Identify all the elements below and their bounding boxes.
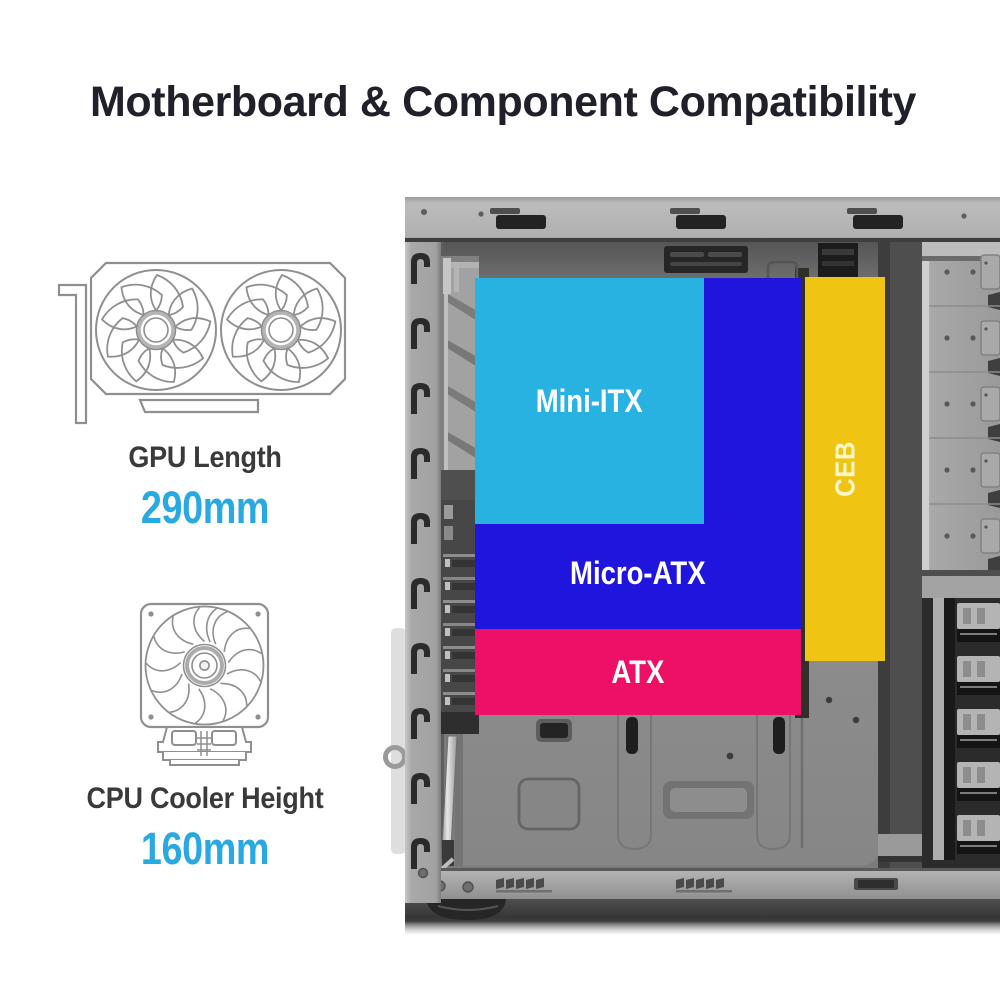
cpu-cooler-drawing [139, 602, 270, 766]
gpu-drawing [57, 261, 347, 425]
zone-micro-atx-label: Micro-ATX [570, 555, 706, 591]
gpu-outline [57, 261, 347, 425]
zone-atx-label: ATX [611, 653, 665, 690]
zone-ceb: CEB [805, 277, 885, 661]
gpu-length-value: 290mm [140, 482, 270, 533]
zone-atx: ATX [475, 629, 801, 715]
page-title: Motherboard & Component Compatibility [90, 78, 917, 126]
gpu-length-label: GPU Length [128, 441, 282, 474]
zone-ceb-label: CEB [829, 441, 860, 497]
cpu-cooler-height-value: 160mm [140, 823, 270, 874]
cpu-cooler-height-label: CPU Cooler Height [86, 782, 324, 815]
zone-mini-itx-label: Mini-ITX [535, 382, 643, 419]
zone-mini-itx: Mini-ITX [475, 278, 704, 524]
